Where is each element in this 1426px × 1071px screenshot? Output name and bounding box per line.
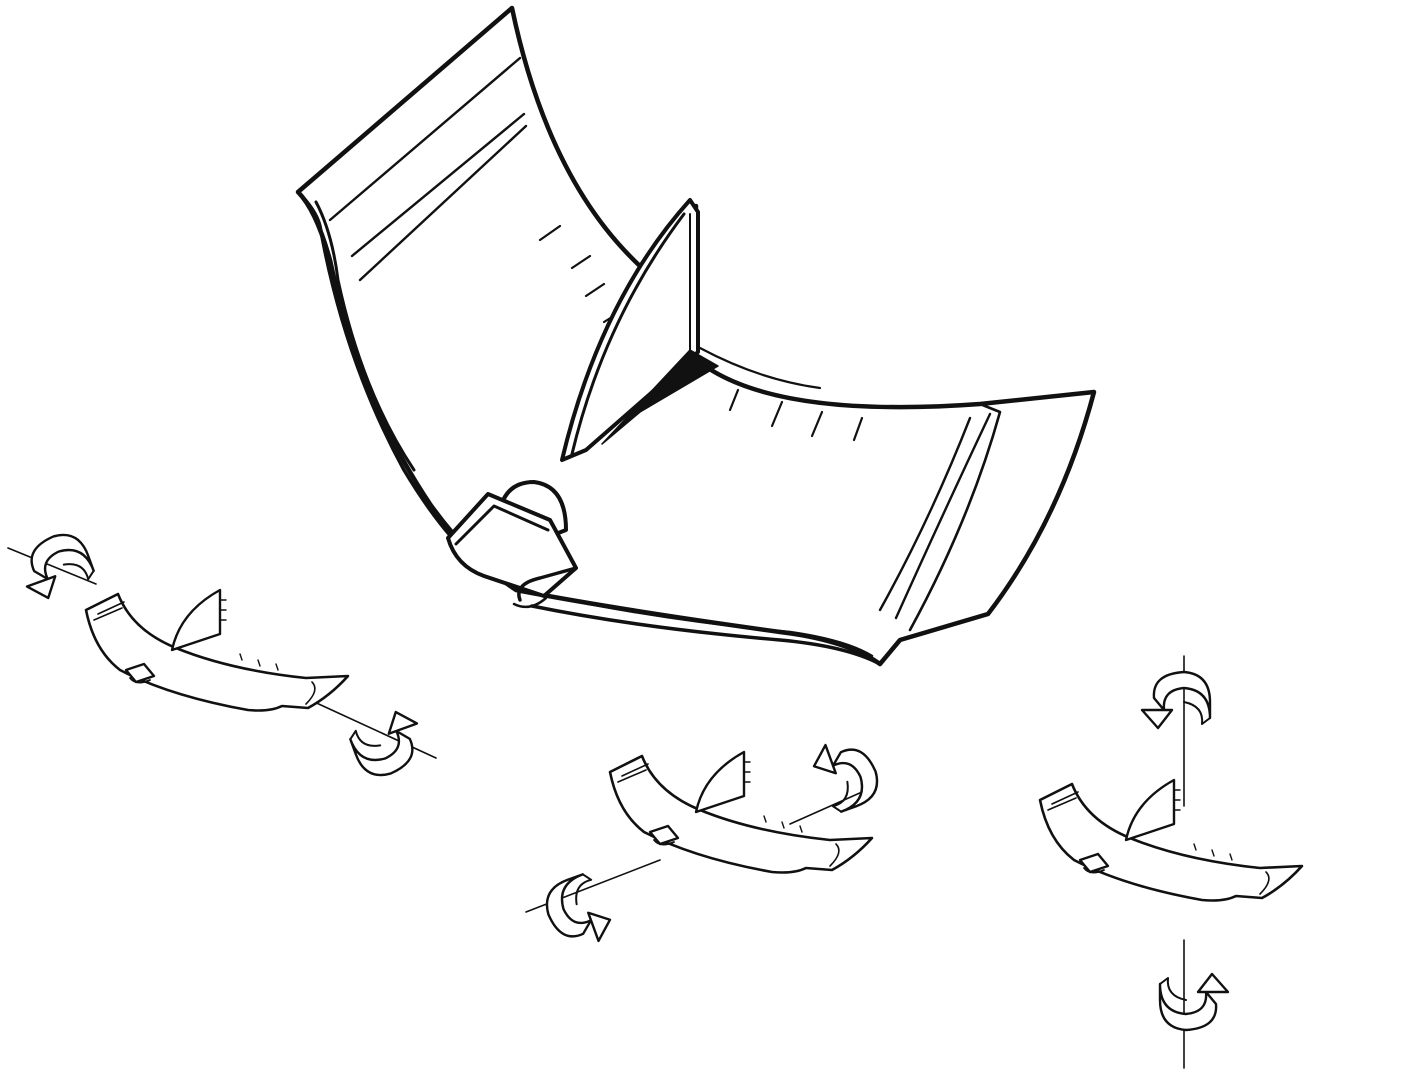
mini-blade-1	[86, 590, 348, 711]
curl-arrow-right-end	[347, 707, 430, 783]
curl-arrow-bottom	[1160, 974, 1228, 1030]
view-vertical-rotation	[1040, 656, 1302, 1068]
mini-blade-3	[1040, 780, 1302, 901]
curl-arrow-upper	[809, 732, 885, 815]
view-lateral-rotation	[526, 732, 884, 954]
main-blade	[298, 8, 1094, 664]
curl-arrow-left-end	[14, 528, 97, 604]
curl-arrow-lower	[540, 871, 616, 954]
curl-arrow-top	[1142, 672, 1210, 728]
view-longitudinal-rotation	[8, 528, 436, 783]
longitudinal-axis-line	[8, 548, 436, 758]
